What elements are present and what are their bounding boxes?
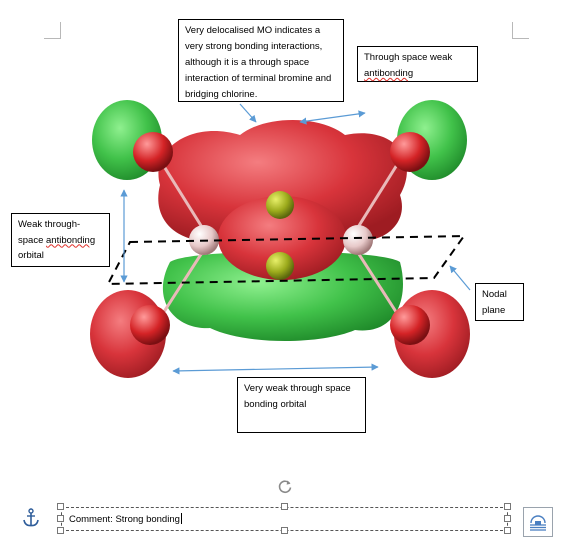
- comment-text-value: Comment: Strong bonding: [69, 514, 180, 525]
- callout-delocalised-text: Very delocalised MO indicates a very str…: [185, 25, 332, 100]
- central-red-lobe: [218, 196, 346, 280]
- metal-atom-right: [343, 225, 373, 255]
- resize-handle-middle-left[interactable]: [57, 515, 64, 522]
- resize-handle-bottom-middle[interactable]: [281, 527, 288, 534]
- resize-handle-top-left[interactable]: [57, 503, 64, 510]
- bromine-atom-bottom-left: [130, 305, 170, 345]
- anchor-icon[interactable]: [22, 508, 40, 528]
- text-caret: [180, 513, 182, 524]
- arrow-delocalised: [239, 103, 257, 123]
- resize-handle-bottom-right[interactable]: [504, 527, 511, 534]
- resize-handle-top-right[interactable]: [504, 503, 511, 510]
- callout-line: antibonding: [364, 68, 414, 79]
- arrow-very-weak-bonding: [172, 363, 379, 375]
- bromine-atom-top-left: [133, 132, 173, 172]
- callout-line: Weak through-: [18, 219, 81, 230]
- bromine-atom-bottom-right: [390, 305, 430, 345]
- callout-very-weak-bonding[interactable]: Very weak through space bonding orbital: [237, 377, 366, 433]
- margin-corner-top-left: [44, 22, 61, 39]
- callout-very-weak-bonding-text: Very weak through space bonding orbital: [244, 383, 351, 410]
- callout-line: Through space weak: [364, 52, 453, 63]
- margin-corner-top-right: [512, 22, 529, 39]
- callout-line: Nodal: [482, 289, 507, 300]
- callout-weak-through-space-antibonding[interactable]: Weak through- space antibonding orbital: [11, 213, 110, 267]
- nodal-plane-outline: [106, 234, 466, 286]
- comment-text[interactable]: Comment: Strong bonding: [69, 513, 182, 525]
- chlorine-atom-bottom: [266, 252, 294, 280]
- callout-text: space: [18, 234, 46, 246]
- callout-line: orbital: [18, 250, 44, 261]
- layout-options-button[interactable]: [523, 507, 553, 537]
- callout-nodal-plane[interactable]: Nodal plane: [475, 283, 524, 321]
- bromine-atom-top-right: [390, 132, 430, 172]
- rotate-handle-icon[interactable]: [277, 478, 293, 494]
- chlorine-atom-top: [266, 191, 294, 219]
- callout-delocalised-mo[interactable]: Very delocalised MO indicates a very str…: [178, 19, 344, 102]
- resize-handle-middle-right[interactable]: [504, 515, 511, 522]
- arrow-nodal-plane: [449, 265, 471, 291]
- layout-options-icon: [530, 515, 546, 531]
- callout-text: antibonding: [46, 234, 96, 246]
- resize-handle-top-middle[interactable]: [281, 503, 288, 510]
- callout-line: plane: [482, 305, 506, 316]
- lower-green-lobe: [162, 251, 403, 342]
- callout-through-space-weak-antibonding[interactable]: Through space weak antibonding: [357, 46, 478, 82]
- resize-handle-bottom-left[interactable]: [57, 527, 64, 534]
- upper-red-lobe: [158, 120, 407, 241]
- callout-line: space antibonding: [18, 233, 103, 249]
- arrow-through-space-antibonding: [299, 110, 366, 125]
